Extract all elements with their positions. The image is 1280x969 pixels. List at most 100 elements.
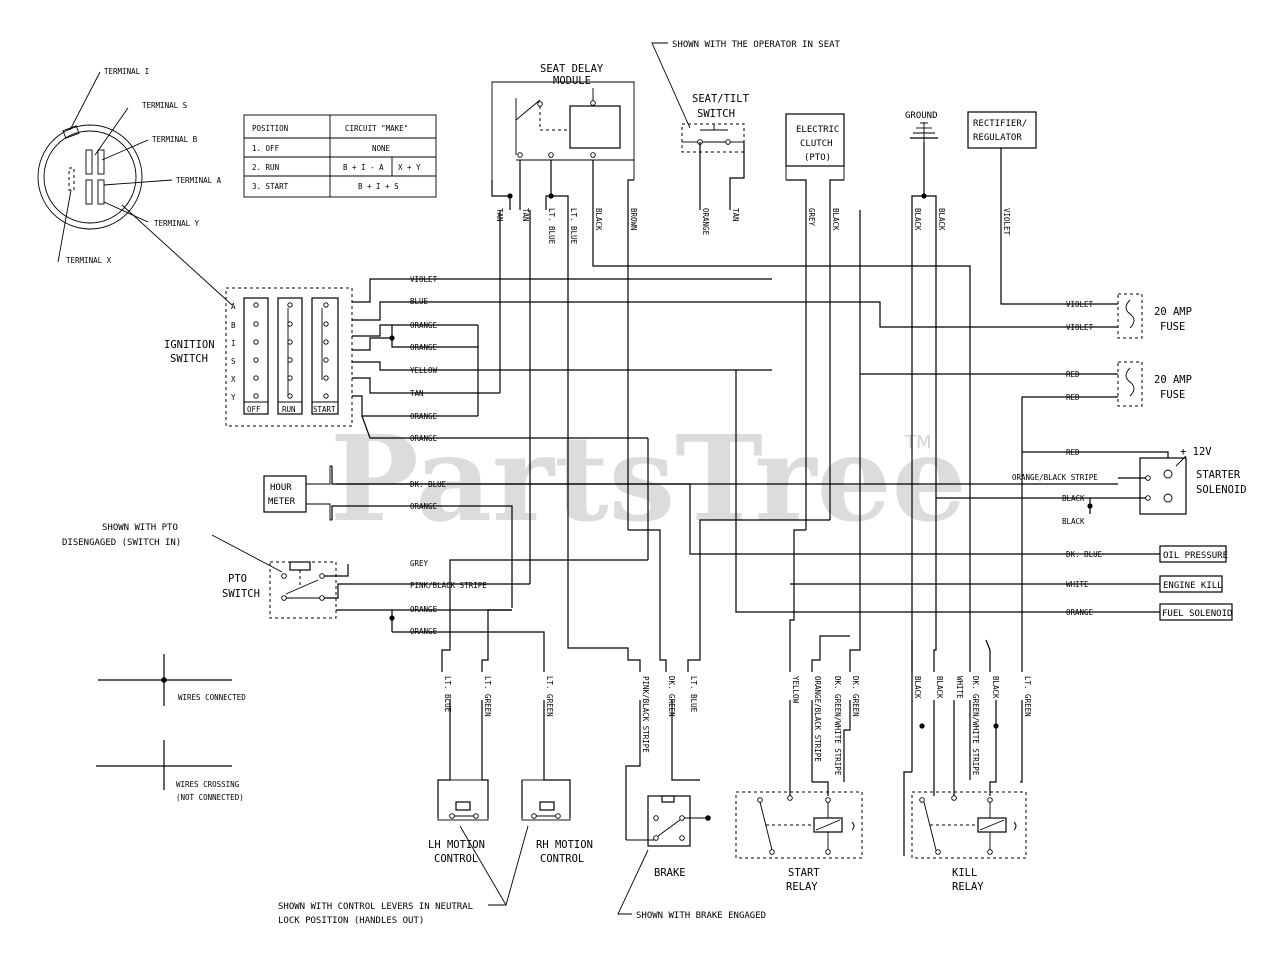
table-row-run-make: B + I - A (343, 163, 384, 172)
fuel-solenoid-box (1159, 603, 1233, 621)
vlabel-bottom: ORANGE/BLACK STRIPE (813, 676, 822, 762)
ign-contact (323, 321, 329, 327)
right-outputs (336, 210, 1160, 702)
pto-wires (324, 210, 531, 633)
legend-connected-label: WIRES CONNECTED (178, 693, 246, 702)
vlabel-top-black2: BLACK (831, 208, 840, 231)
top-harness (491, 142, 1002, 210)
ign-contact (253, 302, 259, 308)
ign-pos-run: RUN (282, 405, 296, 414)
ign-contact (253, 321, 259, 327)
wire-ign-blue: BLUE (410, 297, 429, 306)
vlabel-bottom: LT. GREEN (1023, 676, 1032, 717)
vlabel-bottom: DK. GREEN (667, 676, 676, 717)
ignition-label: IGNITION (164, 339, 215, 351)
ign-contact (323, 393, 329, 399)
table-row-run-position: 2. RUN (252, 163, 279, 172)
kill-relay (903, 700, 1027, 859)
fuse-20a-bottom (1117, 361, 1143, 407)
vlabel-bottom: BLACK (913, 676, 922, 699)
vlabel-top-tan2: TAN (521, 208, 530, 222)
vlabel-bottom: PINK/BLACK STRIPE (641, 676, 650, 753)
pto-switch (269, 561, 337, 619)
rh-motion-label2: CONTROL (540, 853, 584, 865)
table-row-start-position: 3. START (252, 182, 289, 191)
vlabel-bottom: WHITE (955, 676, 964, 699)
ign-contact (287, 375, 293, 381)
ign-contact (287, 357, 293, 363)
wire-fuse-violet2: VIOLET (1066, 323, 1094, 332)
fuse-top-label2: FUSE (1160, 321, 1185, 333)
wire-ign-tan: TAN (410, 389, 424, 398)
fuse-bot-label2: FUSE (1160, 389, 1185, 401)
bottom-vertical-labels: LT. BLUE LT. GREEN LT. GREEN PINK/BLACK STR… (443, 676, 1032, 776)
pto-note-1: SHOWN WITH PTO (102, 523, 178, 533)
vlabel-top-black4: BLACK (937, 208, 946, 231)
brake-switch (625, 700, 711, 847)
hour-meter (263, 475, 307, 513)
circuit-table (243, 114, 437, 198)
wire-pto-grey: GREY (410, 559, 429, 568)
label-terminal-i: TERMINAL I (104, 67, 149, 76)
operator-seat-note: SHOWN WITH THE OPERATOR IN SEAT (672, 40, 841, 50)
fuse-bot-label1: 20 AMP (1154, 374, 1192, 386)
vlabel-top-orange: ORANGE (701, 208, 710, 236)
vlabel-top-brown: BROWN (629, 208, 638, 231)
start-relay-label2: RELAY (786, 881, 818, 893)
vlabel-bottom: LT. BLUE (689, 676, 698, 713)
table-header-make: CIRCUIT "MAKE" (345, 124, 408, 133)
table-row-start-make: B + I + S (358, 182, 399, 191)
vlabel-bottom: DK. GREEN/WHITE STRIPE (971, 676, 980, 776)
oil-pressure-box (1159, 545, 1227, 563)
start-relay (735, 700, 863, 859)
neutral-note-2: LOCK POSITION (HANDLES OUT) (278, 916, 424, 926)
table-row-off-make: NONE (372, 144, 391, 153)
ign-terminal-b: B (231, 321, 236, 330)
seat-tilt-label: SEAT/TILT (692, 93, 750, 105)
wire-ign-orange3: ORANGE (410, 412, 438, 421)
label-terminal-x: TERMINAL X (66, 256, 112, 265)
ignition-key-face (37, 71, 233, 306)
solenoid-label: SOLENOID (1196, 484, 1247, 496)
lh-motion-label1: LH MOTION (428, 839, 485, 851)
rh-motion-control (521, 700, 571, 821)
ignition-switch-label: SWITCH (170, 353, 208, 365)
kill-relay-label1: KILL (952, 867, 977, 879)
ign-contact (323, 302, 329, 308)
neutral-note-1: SHOWN WITH CONTROL LEVERS IN NEUTRAL (278, 902, 473, 912)
vlabel-bottom: DK. GREEN (851, 676, 860, 717)
lh-motion-control (437, 700, 489, 821)
lh-motion-label2: CONTROL (434, 853, 478, 865)
clutch-label-pto: (PTO) (804, 153, 831, 163)
vlabel-top-black: BLACK (594, 208, 603, 231)
start-relay-label1: START (788, 867, 820, 879)
ign-terminal-a: A (231, 302, 236, 311)
wire-pto-orange1: ORANGE (410, 605, 438, 614)
wire-pto-orange2: ORANGE (410, 627, 438, 636)
vlabel-bottom: BLACK (991, 676, 1000, 699)
hour-meter-wires (306, 465, 1118, 608)
ign-contact (323, 339, 329, 345)
vlabel-top-tan3: TAN (731, 208, 740, 222)
clutch-label-clutch: CLUTCH (800, 139, 833, 149)
ign-pos-start: START (313, 405, 336, 414)
vlabel-bottom: LT. BLUE (443, 676, 452, 713)
ign-contact (253, 375, 259, 381)
ign-terminal-i: I (231, 339, 236, 348)
table-row-off-position: 1. OFF (252, 144, 280, 153)
ign-contact (287, 321, 293, 327)
wire-sol-red: RED (1066, 448, 1080, 457)
wire-sol-black2: BLACK (1062, 517, 1085, 526)
wire-ign-orange2: ORANGE (410, 343, 438, 352)
ignition-wires (352, 210, 1090, 439)
pto-label: PTO (228, 573, 247, 585)
wire-ign-violet: VIOLET (410, 275, 438, 284)
wire-fuse-red2: RED (1066, 393, 1080, 402)
ground-label: GROUND (905, 111, 938, 121)
vlabel-bottom: LT. GREEN (545, 676, 554, 717)
rh-motion-label1: RH MOTION (536, 839, 593, 851)
clutch-label-electric: ELECTRIC (796, 125, 839, 135)
vlabel-top-grey: GREY (807, 208, 816, 227)
